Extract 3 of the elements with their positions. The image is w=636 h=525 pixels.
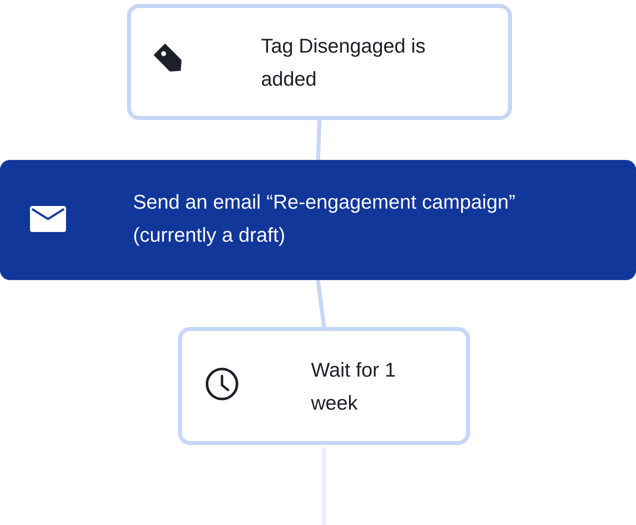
action-box: Send an email “Re-engagement campaign” (currently a draft): [0, 160, 636, 280]
step-box: Tag Disengaged is added: [127, 4, 512, 120]
step-box: Wait for 1 week: [178, 327, 470, 445]
